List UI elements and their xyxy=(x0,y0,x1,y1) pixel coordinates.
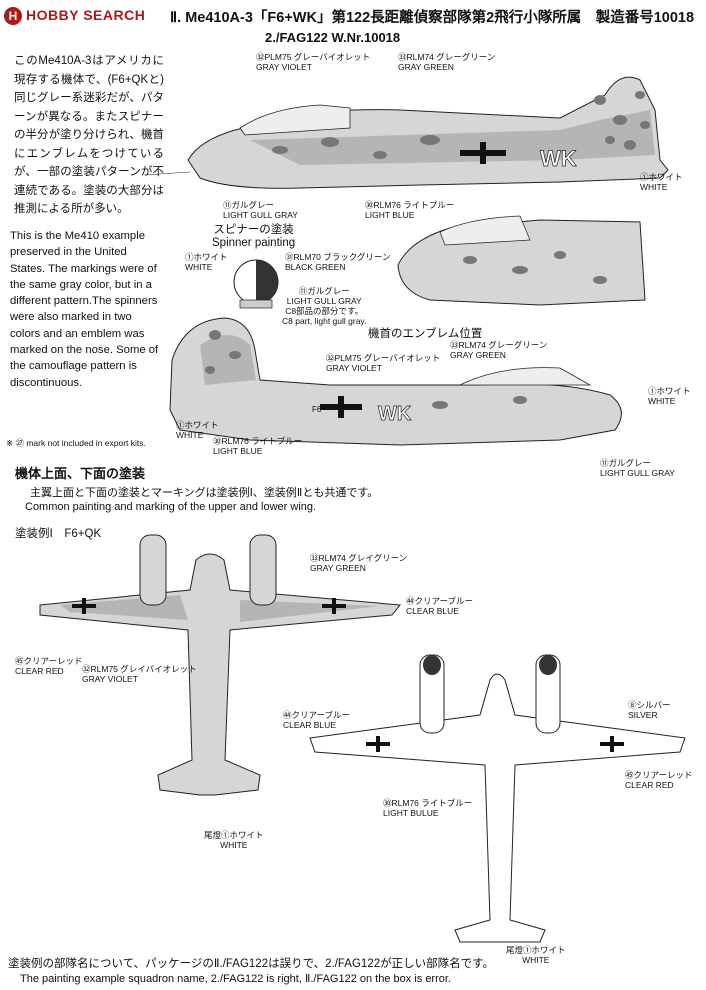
spinner-diagram xyxy=(233,259,279,309)
export-note: ※ ㉗ mark not included in export kits. xyxy=(6,438,146,448)
nose-emblem-position-label: 機首のエンブレム位置 xyxy=(368,328,483,340)
page-title: Ⅱ. Me410A-3「F6+WK」第122長距離偵察部隊第2飛行小隊所属 製造… xyxy=(170,10,695,26)
page-subtitle: 2./FAG122 W.Nr.10018 xyxy=(265,30,401,45)
logo-text: HOBBY SEARCH xyxy=(26,7,146,23)
side1-code-wk: WK xyxy=(540,146,577,171)
intro-japanese: このMe410A-3はアメリカに現存する機体で、(F6+QKと)同じグレー系迷彩… xyxy=(14,55,164,215)
painting-example-1-label: 塗装例Ⅰ F6+QK xyxy=(15,528,102,540)
footer-english: The painting example squadron name, 2./F… xyxy=(20,973,451,985)
side-view-2: WK F6 xyxy=(169,317,622,446)
side2-code-wk: WK xyxy=(378,403,412,425)
intro-english: This is the Me410 example preserved in t… xyxy=(10,230,159,389)
nose-emblem-view xyxy=(397,215,646,306)
hobby-search-logo: H HOBBY SEARCH xyxy=(4,6,154,26)
side2-code-f6: F6 xyxy=(312,405,322,414)
top-view xyxy=(39,534,401,796)
bottom-view xyxy=(309,654,686,943)
upper-lower-section-title: 機体上面、下面の塗装 xyxy=(15,466,146,481)
upper-lower-section-en: Common painting and marking of the upper… xyxy=(25,501,317,513)
logo-emblem-icon: H xyxy=(4,7,22,25)
footer-japanese: 塗装例の部隊名について、パッケージのⅡ./FAG122は誤りで、2./FAG12… xyxy=(8,958,494,970)
side-view-1: WK xyxy=(144,76,669,189)
upper-lower-section-jp: 主翼上面と下面の塗装とマーキングは塗装例Ⅰ、塗装例Ⅱとも共通です。 xyxy=(30,487,379,499)
